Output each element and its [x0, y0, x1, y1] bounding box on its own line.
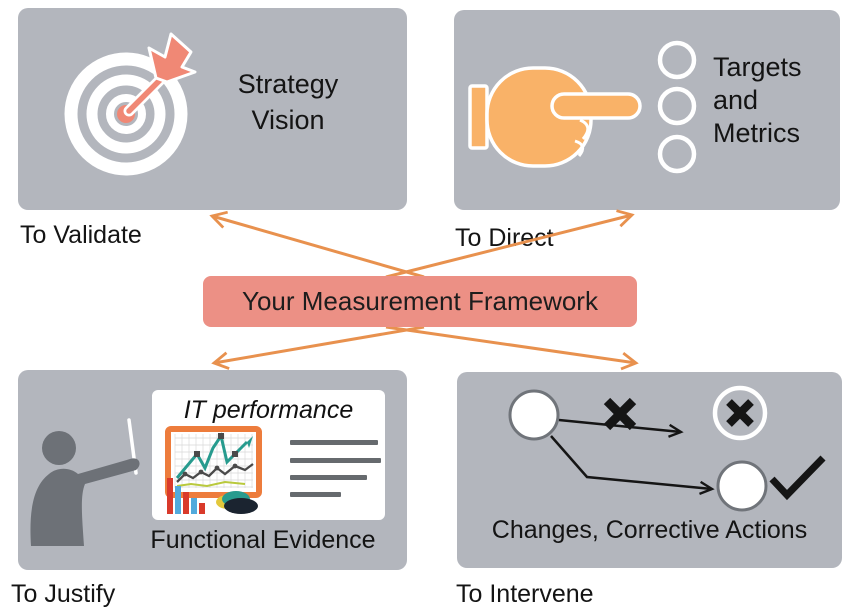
x-mark-icon	[603, 397, 637, 431]
functional-evidence-content: IT performance	[18, 370, 407, 570]
title-line: Targets	[713, 52, 802, 82]
targets-metrics-graphics	[468, 40, 697, 174]
card-text-line	[290, 475, 367, 480]
arrow-to-intervene	[385, 325, 639, 371]
targets-metrics-title: Targets and Metrics	[713, 51, 802, 150]
presenter-head	[42, 431, 76, 465]
chart-pie	[216, 491, 258, 514]
card-text-line	[290, 458, 381, 463]
card-text-line	[290, 492, 341, 497]
check-mark-icon	[769, 455, 826, 501]
title-line: and	[713, 85, 759, 115]
presenter-icon	[30, 418, 140, 546]
corrective-actions-caption: Changes, Corrective Actions	[491, 516, 808, 544]
dart-fletching	[147, 32, 197, 84]
accepted-path-arrow	[550, 435, 715, 495]
strategy-vision-title: Strategy Vision	[213, 66, 363, 138]
chart-bars	[167, 478, 205, 514]
functional-evidence-caption: Functional Evidence	[150, 526, 376, 554]
accepted-node	[716, 460, 768, 512]
chart-line-gray	[176, 463, 254, 483]
x-mark-icon	[726, 399, 754, 427]
framework-label-box: Your Measurement Framework	[203, 276, 637, 327]
arrow-to-validate	[209, 210, 425, 279]
hand-knuckle-lines	[574, 118, 590, 157]
bullet-circles	[657, 40, 697, 174]
title-line: Metrics	[713, 118, 800, 148]
chart-markers	[182, 433, 238, 477]
title-line: Strategy	[237, 69, 339, 99]
bullet-circle	[657, 134, 697, 174]
strategy-vision-box	[18, 8, 407, 210]
arrow-to-justify	[211, 325, 425, 370]
chart-grid	[174, 434, 253, 488]
presenter-body	[30, 458, 140, 546]
chart-line-yellow	[176, 480, 246, 488]
tag-to-justify: To Justify	[11, 580, 116, 608]
title-line: Vision	[251, 105, 325, 135]
tag-to-direct: To Direct	[455, 224, 554, 252]
bullet-circle	[657, 86, 697, 126]
card-text-line	[290, 440, 378, 445]
target-dart-icon	[64, 32, 197, 176]
tag-to-intervene: To Intervene	[456, 580, 594, 608]
blocked-node	[712, 385, 768, 441]
start-node	[508, 389, 560, 441]
it-performance-card: IT performance	[152, 390, 385, 520]
pointing-hand-icon	[468, 66, 642, 168]
targets-metrics-content: Targets and Metrics	[454, 10, 840, 210]
corrective-actions-content: Changes, Corrective Actions	[457, 372, 842, 568]
corrective-actions-graphics	[508, 385, 826, 512]
strategy-vision-content: Strategy Vision	[18, 8, 407, 210]
performance-chart-thumbnail	[165, 426, 262, 514]
bullet-circle	[657, 40, 697, 80]
card-title: IT performance	[183, 396, 354, 424]
tag-to-validate: To Validate	[20, 221, 142, 249]
framework-label: Your Measurement Framework	[242, 286, 598, 316]
rejected-path-arrow	[558, 418, 684, 438]
